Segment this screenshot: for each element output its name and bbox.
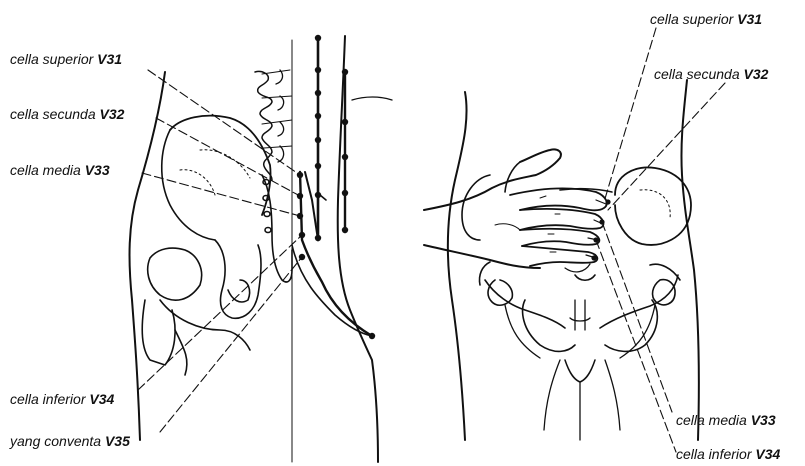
right-pelvis-drawing [424, 80, 699, 440]
left-pelvis-drawing [130, 36, 392, 462]
label-code: V33 [751, 412, 776, 428]
label-name: cella secunda [10, 106, 96, 122]
left-leader-lines [138, 70, 302, 432]
label-name: cella inferior [676, 446, 751, 462]
label-code: V31 [97, 51, 122, 67]
label-cella-inferior-right: cella inferior V34 [676, 446, 780, 462]
label-name: cella superior [10, 51, 93, 67]
label-code: V32 [744, 66, 769, 82]
label-name: cella secunda [654, 66, 740, 82]
label-name: yang conventa [10, 433, 101, 449]
label-yang-conventa-left: yang conventa V35 [10, 433, 130, 449]
label-cella-inferior-left: cella inferior V34 [10, 391, 114, 407]
label-code: V33 [85, 162, 110, 178]
right-leader-lines [596, 28, 725, 452]
label-cella-secunda-left: cella secunda V32 [10, 106, 124, 122]
label-code: V35 [105, 433, 130, 449]
label-cella-media-left: cella media V33 [10, 162, 110, 178]
label-code: V31 [737, 11, 762, 27]
label-name: cella superior [650, 11, 733, 27]
label-cella-superior-right: cella superior V31 [650, 11, 762, 27]
label-code: V34 [89, 391, 114, 407]
label-cella-secunda-right: cella secunda V32 [654, 66, 768, 82]
label-cella-media-right: cella media V33 [676, 412, 776, 428]
label-name: cella media [676, 412, 747, 428]
label-name: cella media [10, 162, 81, 178]
label-code: V34 [755, 446, 780, 462]
label-name: cella inferior [10, 391, 85, 407]
label-cella-superior-left: cella superior V31 [10, 51, 122, 67]
label-code: V32 [100, 106, 125, 122]
